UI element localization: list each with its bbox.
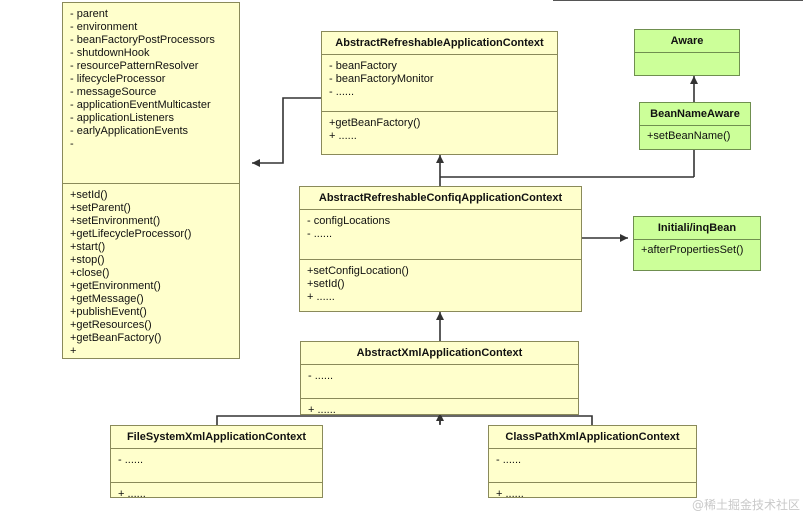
- class-separator: [489, 448, 696, 449]
- method-row: +setParent(): [70, 202, 131, 214]
- class-abstract-refreshable-config-application-context[interactable]: AbstractRefreshableConfiqApplicationCont…: [299, 186, 582, 312]
- method-row: +afterPropertiesSet(): [641, 244, 744, 256]
- attribute-row: - messageSource: [70, 86, 157, 98]
- attribute-row: - ......: [496, 454, 522, 466]
- class-title: AbstractXmlApplicationContext: [356, 347, 523, 359]
- attribute-row: - beanFactory: [329, 60, 397, 72]
- attribute-row: - parent: [70, 8, 108, 20]
- interface-title: Initiali/inqBean: [657, 222, 737, 234]
- attribute-row: - earlyApplicationEvents: [70, 125, 189, 137]
- class-separator: [635, 52, 739, 53]
- method-row: +getResources(): [70, 319, 152, 331]
- class-separator: [63, 183, 239, 184]
- method-row: + ......: [118, 488, 146, 500]
- class-class-path-xml-application-context[interactable]: ClassPathXmlApplicationContext - ...... …: [488, 425, 697, 500]
- class-methods: + ......: [111, 483, 322, 506]
- attribute-row: - configLocations: [307, 215, 391, 227]
- class-separator: [640, 125, 750, 126]
- attribute-row: - environment: [70, 21, 138, 33]
- class-methods: +setConfigLocation() +setId() + ......: [300, 260, 581, 309]
- class-separator: [322, 111, 557, 112]
- method-row: +getBeanFactory(): [329, 117, 421, 129]
- attribute-row: - ......: [308, 370, 334, 382]
- class-separator: [111, 482, 322, 483]
- method-row: + ......: [329, 130, 357, 142]
- class-abstract-xml-application-context[interactable]: AbstractXmlApplicationContext - ...... +…: [300, 341, 579, 416]
- attribute-row: - beanFactoryMonitor: [329, 73, 434, 85]
- attribute-row: - shutdownHook: [70, 47, 150, 59]
- attribute-row: - resourcePatternResolver: [70, 60, 199, 72]
- class-separator: [634, 239, 760, 240]
- class-separator: [300, 259, 581, 260]
- method-row: +publishEvent(): [70, 306, 147, 318]
- class-title: AbstractRefreshableConfiqApplicationCont…: [318, 192, 563, 204]
- attribute-row: - ......: [307, 228, 333, 240]
- attribute-row: - ......: [118, 454, 144, 466]
- method-row: +close(): [70, 267, 110, 279]
- interface-initializing-bean[interactable]: Initiali/inqBean +afterPropertiesSet(): [633, 216, 761, 271]
- class-methods: +setId() +setParent() +setEnvironment() …: [63, 184, 239, 363]
- class-title: FileSystemXmlApplicationContext: [126, 431, 307, 443]
- class-methods: + ......: [301, 399, 578, 422]
- method-row: +setConfigLocation(): [307, 265, 409, 277]
- top-divider-line: [553, 0, 803, 1]
- class-abstract-refreshable-application-context[interactable]: AbstractRefreshableApplicationContext - …: [321, 31, 558, 155]
- interface-members: +afterPropertiesSet(): [634, 240, 760, 262]
- interface-title: BeanNameAware: [650, 108, 740, 120]
- class-title: AbstractRefreshableApplicationContext: [335, 37, 544, 49]
- method-row: + ......: [496, 488, 524, 500]
- class-separator: [111, 448, 322, 449]
- method-row: +: [70, 345, 77, 357]
- class-separator: [301, 364, 578, 365]
- attribute-row: - ......: [329, 86, 355, 98]
- method-row: +getBeanFactory(): [70, 332, 162, 344]
- class-methods: +getBeanFactory() + ......: [322, 112, 557, 148]
- class-separator: [322, 54, 557, 55]
- class-attributes: - ......: [301, 365, 578, 398]
- method-row: +getEnvironment(): [70, 280, 161, 292]
- interface-aware[interactable]: Aware: [634, 29, 740, 76]
- method-row: +setId(): [70, 189, 108, 201]
- method-row: +stop(): [70, 254, 105, 266]
- class-attributes: - beanFactory - beanFactoryMonitor - ...…: [322, 55, 557, 111]
- interface-members: +setBeanName(): [640, 126, 750, 148]
- method-row: +setBeanName(): [647, 130, 731, 142]
- class-attributes: - configLocations - ......: [300, 210, 581, 259]
- attribute-row: - applicationListeners: [70, 112, 174, 124]
- method-row: +setId(): [307, 278, 345, 290]
- class-methods: + ......: [489, 483, 696, 506]
- class-file-system-xml-application-context[interactable]: FileSystemXmlApplicationContext - ......…: [110, 425, 323, 500]
- class-application-context-base[interactable]: - parent - environment - beanFactoryPost…: [62, 2, 240, 359]
- class-separator: [489, 482, 696, 483]
- class-attributes: - parent - environment - beanFactoryPost…: [63, 3, 239, 183]
- method-row: + ......: [307, 291, 335, 303]
- method-row: + ......: [308, 404, 336, 416]
- interface-title: Aware: [670, 35, 704, 47]
- attribute-row: - applicationEventMulticaster: [70, 99, 211, 111]
- attribute-row: - lifecycleProcessor: [70, 73, 166, 85]
- method-row: +getLifecycleProcessor(): [70, 228, 192, 240]
- class-separator: [300, 209, 581, 210]
- class-attributes: - ......: [489, 449, 696, 482]
- attribute-row: -: [70, 138, 74, 150]
- attribute-row: - beanFactoryPostProcessors: [70, 34, 215, 46]
- watermark: @稀土掘金技术社区: [691, 498, 800, 512]
- edge-arc-to-base: [252, 97, 321, 167]
- interface-members: [635, 53, 739, 63]
- class-separator: [301, 398, 578, 399]
- method-row: +setEnvironment(): [70, 215, 161, 227]
- class-attributes: - ......: [111, 449, 322, 482]
- class-title: ClassPathXmlApplicationContext: [505, 431, 680, 443]
- method-row: +getMessage(): [70, 293, 144, 305]
- interface-bean-name-aware[interactable]: BeanNameAware +setBeanName(): [639, 102, 751, 150]
- method-row: +start(): [70, 241, 106, 253]
